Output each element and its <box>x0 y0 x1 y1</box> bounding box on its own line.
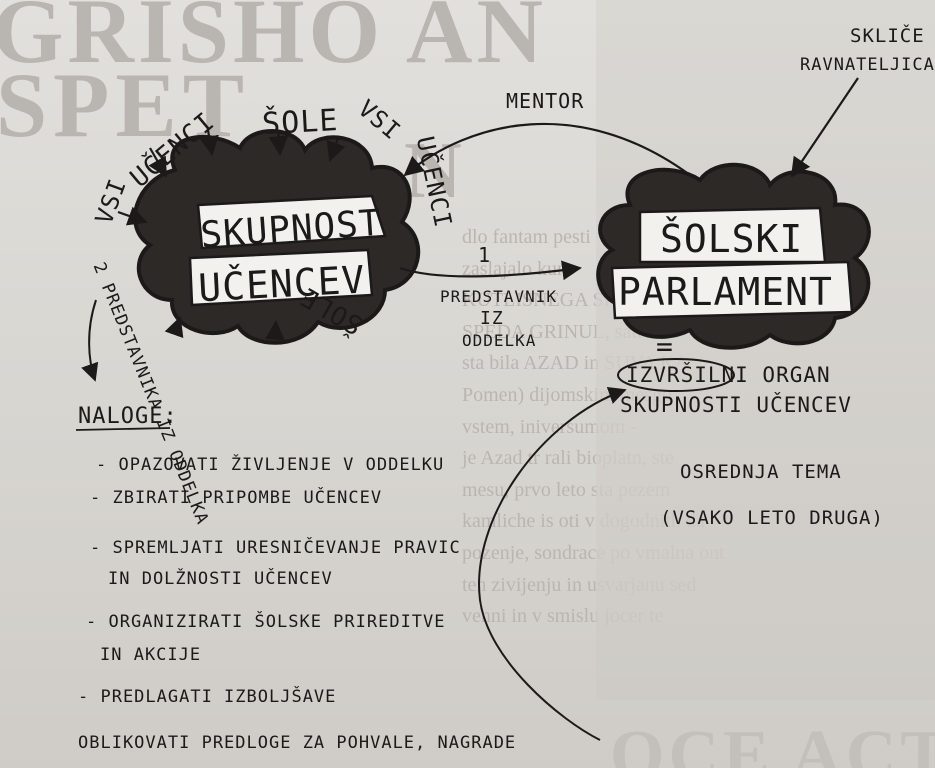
predstavnik-label: PREDSTAVNIK <box>440 287 557 306</box>
predstavnik-label: ODDELKA <box>462 331 536 350</box>
bg-photo-block <box>596 0 935 700</box>
bg-bottom-heading: OCE ACTUDC <box>610 717 935 768</box>
tasks-block: NALOGE: - OPAZOVATI ŽIVLJENJE V ODDELKU … <box>75 404 516 753</box>
cloud-skupnost-ucencev: SKUPNOST UČENCEV <box>133 129 421 345</box>
input-label: ŠOLE <box>261 101 339 142</box>
equals-sign: = <box>656 330 674 363</box>
input-arrows <box>117 129 346 341</box>
task-item: OBLIKOVATI PREDLOGE ZA POHVALE, NAGRADE <box>78 733 516 753</box>
task-item: - SPREMLJATI URESNIČEVANJE PRAVIC <box>90 536 461 558</box>
task-item: - OPAZOVATI ŽIVLJENJE V ODDELKU <box>96 453 444 475</box>
tasks-title-underline <box>75 427 171 431</box>
node-label: PARLAMENT <box>618 270 833 314</box>
bg-heading-1: GRISHO AN <box>0 0 547 82</box>
task-item: IN DOLŽNOSTI UČENCEV <box>108 567 333 589</box>
mentor-label: MENTOR <box>506 89 584 113</box>
connector-curve <box>478 386 627 741</box>
task-item: IN AKCIJE <box>100 645 201 665</box>
bg-line: zaslajalo kunt <box>462 257 573 280</box>
organ-label: IZVRŠILNI ORGAN <box>626 362 831 387</box>
task-item: - ORGANIZIRATI ŠOLSKE PRIREDITVE <box>86 610 446 632</box>
predstavnik-label: IZ <box>480 308 504 329</box>
sklice-label: RAVNATELJICA <box>800 55 935 75</box>
node-label: ŠOLSKI <box>660 217 803 261</box>
arrow-to-tasks <box>81 299 99 382</box>
input-label: UČENCI <box>411 133 460 230</box>
bg-line: dlo fantam pesti <box>462 226 591 248</box>
organ-label: SKUPNOSTI UČENCEV <box>620 392 852 417</box>
tema-label: (VSAKO LETO DRUGA) <box>660 507 884 529</box>
task-item: - ZBIRATI PRIPOMBE UČENCEV <box>90 486 382 508</box>
tema-label: OSREDNJA TEMA <box>680 461 842 483</box>
cloud-solski-parlament: ŠOLSKI PARLAMENT <box>596 162 871 350</box>
node-label: UČENCEV <box>197 258 366 311</box>
mentor-arrow <box>403 122 691 177</box>
number-one: 1 <box>478 243 491 267</box>
sklice-label: SKLIČE <box>850 23 925 47</box>
representative-arrow <box>399 260 582 281</box>
organ-circle <box>617 358 735 392</box>
task-item: - PREDLAGATI IZBOLJŠAVE <box>78 685 336 707</box>
input-label: VSI <box>353 94 407 145</box>
tasks-title: NALOGE: <box>78 404 178 429</box>
input-label: VSI <box>90 175 132 228</box>
sklice-arrow <box>790 77 859 178</box>
